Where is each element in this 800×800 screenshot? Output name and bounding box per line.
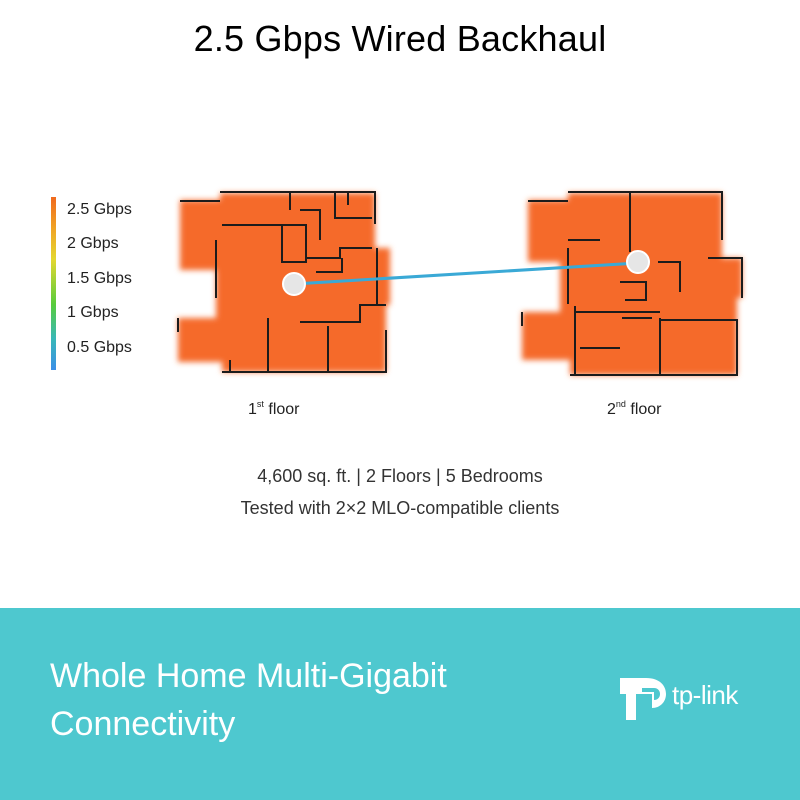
speed-legend-gradient — [51, 197, 56, 370]
legend-label-2: 2 Gbps — [67, 235, 119, 252]
second-floor-label: 2nd floor — [607, 399, 662, 418]
second-floor-router-node — [626, 250, 650, 274]
bottom-banner — [0, 608, 800, 800]
legend-label-1-5: 1.5 Gbps — [67, 270, 132, 287]
tagline-line-1: Whole Home Multi-Gigabit — [50, 657, 447, 695]
legend-label-1: 1 Gbps — [67, 304, 119, 321]
backhaul-link-line — [293, 261, 639, 286]
brand-name: tp-link — [672, 680, 738, 710]
legend-label-2-5: 2.5 Gbps — [67, 201, 132, 218]
first-floor-label: 1st floor — [248, 399, 300, 418]
floor-plans-graphic — [177, 191, 743, 376]
home-specs-text: 4,600 sq. ft. | 2 Floors | 5 Bedrooms — [257, 466, 543, 486]
page-title: 2.5 Gbps Wired Backhaul — [193, 18, 607, 59]
tp-link-logo-icon — [620, 678, 666, 720]
tagline: Whole Home Multi-Gigabit Connectivity — [50, 652, 447, 748]
tagline-line-2: Connectivity — [50, 705, 236, 743]
second-floor-plan — [521, 191, 743, 376]
first-floor-router-node — [282, 272, 306, 296]
test-conditions-text: Tested with 2×2 MLO-compatible clients — [240, 498, 560, 518]
legend-label-0-5: 0.5 Gbps — [67, 339, 132, 356]
